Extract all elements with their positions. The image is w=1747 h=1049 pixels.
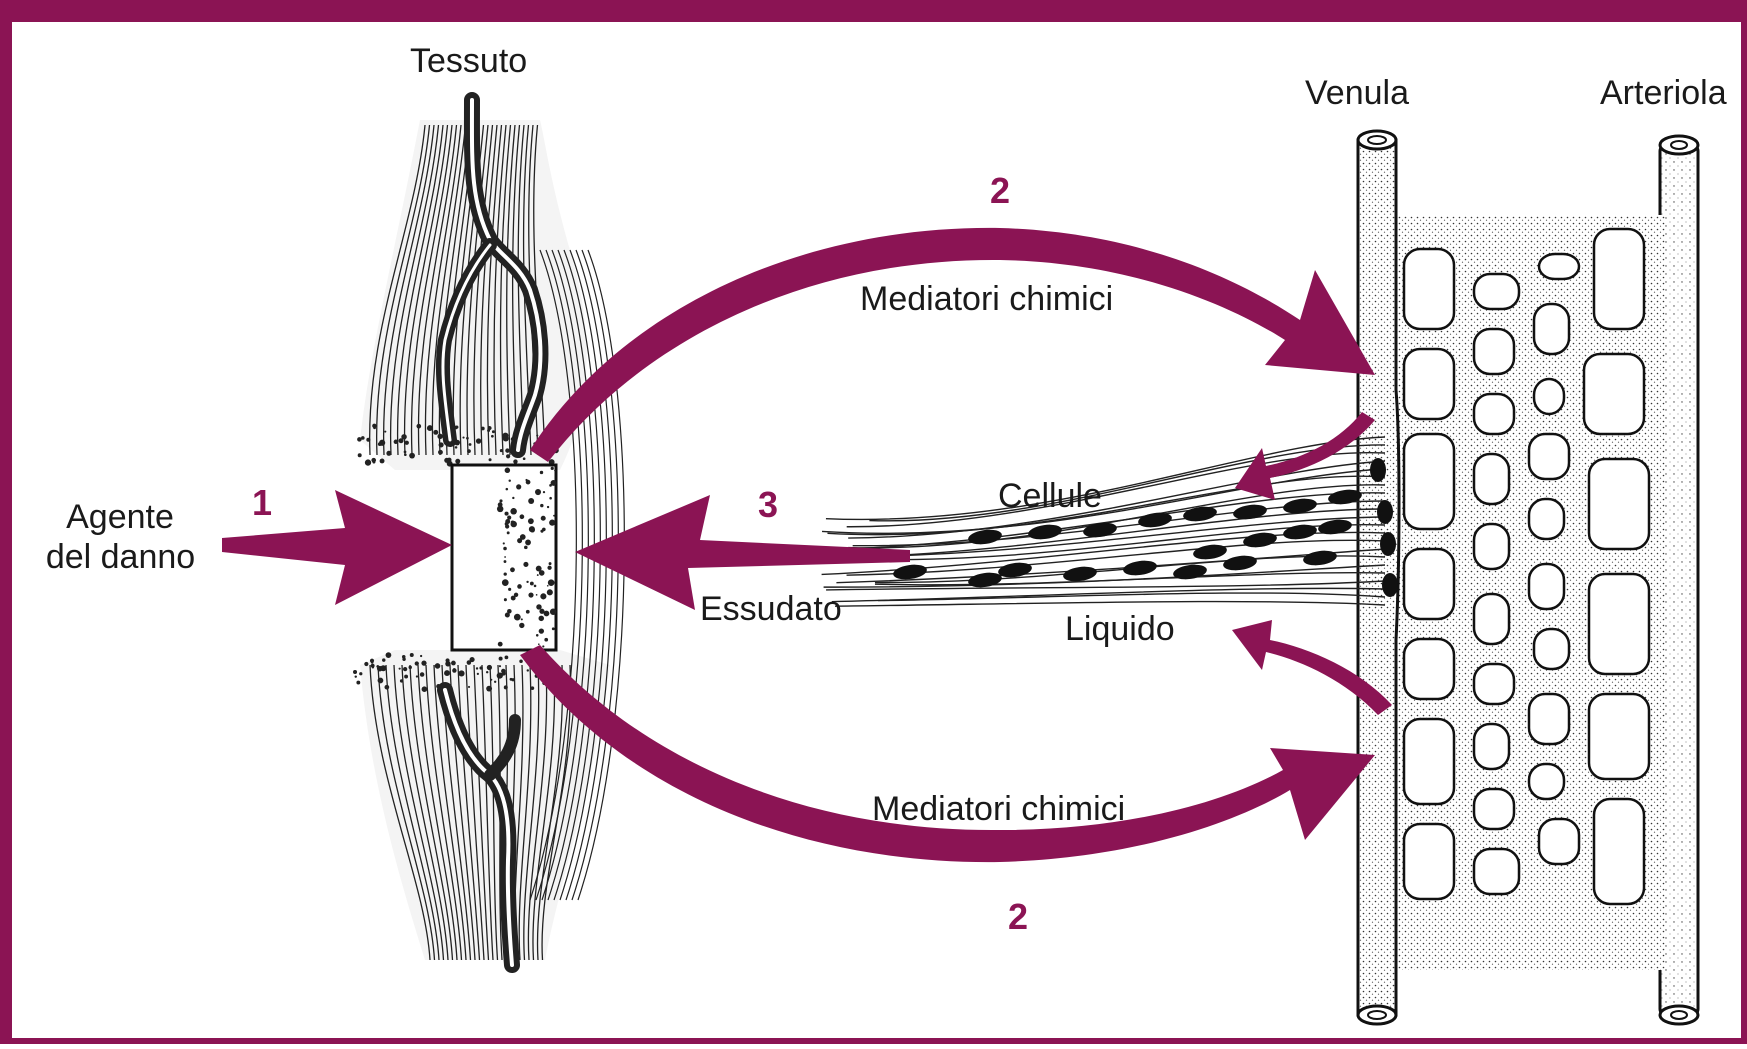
agent-label-line1: Agente xyxy=(40,498,200,536)
cells-label: Cellule xyxy=(998,477,1102,515)
exudate-label: Essudato xyxy=(700,590,842,628)
venula-label: Venula xyxy=(1305,74,1409,112)
arteriole-icon xyxy=(1660,136,1698,1024)
step-2-bottom-number: 2 xyxy=(1008,898,1028,936)
arteriola-label: Arteriola xyxy=(1600,74,1727,112)
arrow-step-2-top xyxy=(530,228,1375,462)
tissue-label: Tessuto xyxy=(410,42,527,80)
arrow-step-2-bottom xyxy=(520,645,1375,862)
liquid-label: Liquido xyxy=(1065,610,1175,648)
blood-cells-icon xyxy=(892,458,1398,597)
step-3-number: 3 xyxy=(758,486,778,524)
arrow-venule-cells xyxy=(1235,412,1375,500)
capillary-network-icon xyxy=(1395,215,1665,970)
step-2-top-number: 2 xyxy=(990,172,1010,210)
step-1-number: 1 xyxy=(252,484,272,522)
mediators-top-label: Mediatori chimici xyxy=(860,280,1113,318)
agent-label-line2: del danno xyxy=(28,538,213,576)
top-band xyxy=(0,0,1747,22)
mediators-bottom-label: Mediatori chimici xyxy=(872,790,1125,828)
